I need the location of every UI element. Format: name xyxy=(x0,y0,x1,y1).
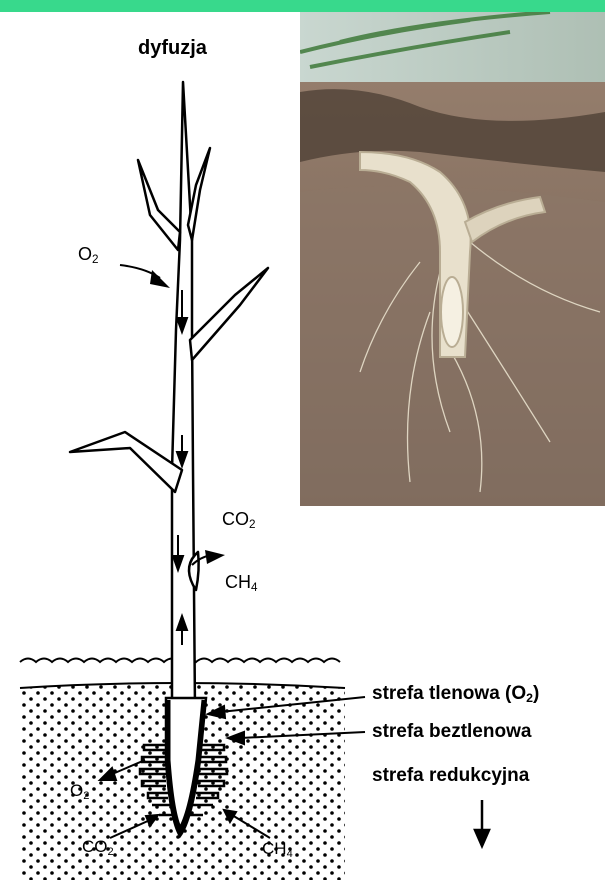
down-arrow xyxy=(475,800,489,846)
ch4-bottom-label: CH4 xyxy=(262,840,293,860)
co2-bottom-base: CO xyxy=(82,837,108,856)
co2-mid-base: CO xyxy=(222,509,249,529)
aerobic-zone-close: ) xyxy=(533,683,539,704)
aerobic-zone-label: strefa tlenowa (O2) xyxy=(372,684,539,704)
o2-top-sub: 2 xyxy=(92,253,99,266)
ch4-bottom-sub: 4 xyxy=(287,848,293,860)
o2-bottom-sub: 2 xyxy=(83,790,89,802)
aerobic-zone-sub: 2 xyxy=(526,691,533,705)
ch4-bottom-base: CH xyxy=(262,839,287,858)
reduction-zone-label: strefa redukcyjna xyxy=(372,766,529,785)
o2-bottom-label: O2 xyxy=(70,782,89,802)
ch4-mid-sub: 4 xyxy=(251,581,258,594)
ch4-mid-base: CH xyxy=(225,572,251,592)
plant-stem xyxy=(70,82,268,710)
o2-top-label: O2 xyxy=(78,245,99,266)
co2-bottom-sub: 2 xyxy=(108,846,114,858)
rhizome-photo xyxy=(300,12,605,506)
co2-mid-sub: 2 xyxy=(249,518,256,531)
ch4-mid-label: CH4 xyxy=(225,573,258,594)
anaerobic-zone-label: strefa beztlenowa xyxy=(372,722,531,741)
o2-top-base: O xyxy=(78,244,92,264)
aerobic-zone-text: strefa tlenowa (O xyxy=(372,683,526,704)
co2-bottom-label: CO2 xyxy=(82,838,114,858)
o2-bottom-base: O xyxy=(70,781,83,800)
diffusion-label: dyfuzja xyxy=(138,38,207,58)
co2-mid-label: CO2 xyxy=(222,510,256,531)
